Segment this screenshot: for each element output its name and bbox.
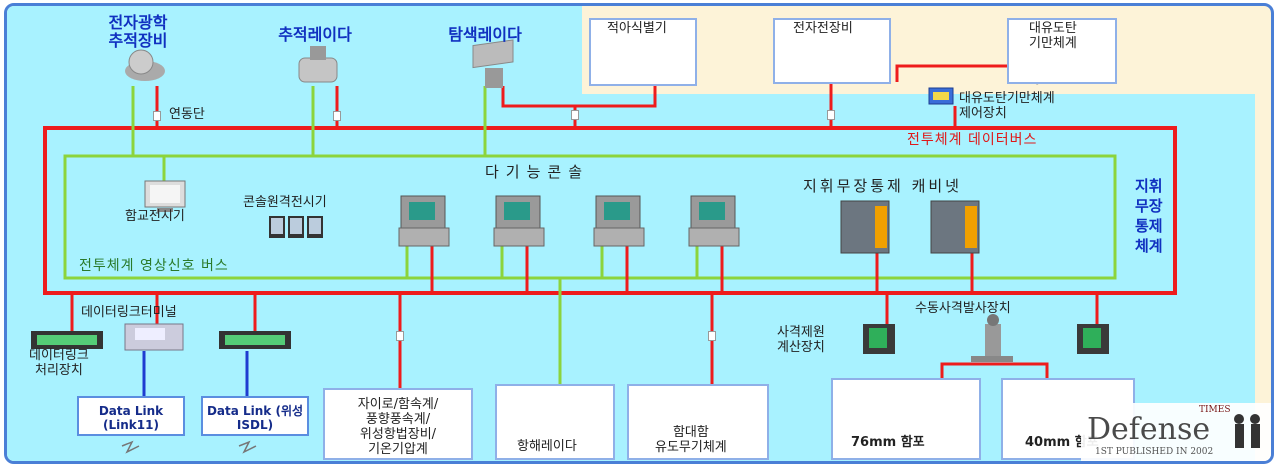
link11-box: Data Link (Link11) (77, 396, 185, 436)
ew-box (773, 18, 891, 84)
console-icon-3 (593, 195, 645, 247)
logo-times: TIMES (1199, 405, 1231, 415)
fire-calc-icon-1 (863, 324, 895, 354)
console-icon-1 (398, 195, 450, 247)
iff-box (589, 18, 697, 86)
isdl-box: Data Link (위성 ISDL) (201, 396, 309, 436)
datalink-terminal-label: 데이터링크터미널 (81, 305, 177, 320)
multi-console-label: 다기능콘솔 (485, 163, 590, 181)
bridge-display-label: 함교전시기 (125, 209, 185, 224)
asm-label: 함대함 유도무기체계 (655, 425, 727, 455)
manual-fire-icon (971, 314, 1013, 362)
datalink-terminal-icon (124, 323, 184, 351)
gun76-label: 76mm 함포 (851, 435, 925, 450)
fire-calc-icon-2 (1077, 324, 1109, 354)
manual-fire-label: 수동사격발사장치 (915, 301, 1011, 316)
junction-node (153, 111, 161, 121)
asm-box (627, 384, 769, 460)
datalink-processor-label: 데이터링크 처리장치 (29, 348, 89, 378)
junction-node (827, 110, 835, 120)
tracking-radar-label: 추적레이다 (278, 25, 352, 44)
eo-tracker-icon (125, 49, 165, 81)
nav-sensors-box (323, 388, 473, 460)
datalink-processor-icon (31, 331, 103, 349)
cabinet-label: 지휘무장통제 캐비넷 (803, 177, 962, 195)
datalink-unit-icon (219, 331, 291, 349)
junction-node (333, 111, 341, 121)
defense-times-logo: TIMES Defense 1ST PUBLISHED IN 2002 (1081, 403, 1271, 461)
system-name-label: 지휘 무장 통제 체계 (1135, 177, 1163, 255)
junction-node (571, 110, 579, 120)
video-bus-loop (63, 154, 1117, 280)
fire-calc-label: 사격제원 계산장치 (777, 325, 825, 355)
logo-est: 1ST PUBLISHED IN 2002 (1095, 447, 1214, 457)
soldiers-icon (1234, 414, 1260, 448)
decoy-box (1007, 18, 1117, 84)
nav-radar-box (495, 384, 615, 460)
tracking-radar-icon (298, 46, 338, 83)
eo-tracker-label: 전자광학 추적장비 (108, 13, 168, 51)
iff-label: 적아식별기 (607, 21, 667, 36)
remote-display-icon (269, 216, 323, 238)
data-bus-label: 전투체계 데이터버스 (907, 132, 1038, 148)
nav-radar-label: 항해레이다 (517, 439, 577, 454)
gun76-box (831, 378, 981, 460)
junction-node (396, 331, 404, 341)
cabinet-icon-1 (840, 200, 890, 254)
decoy-label: 대유도탄 기만체계 (1029, 21, 1077, 51)
console-icon-4 (688, 195, 740, 247)
search-radar-label: 탐색레이다 (448, 25, 522, 44)
remote-display-label: 콘솔원격전시기 (243, 195, 327, 210)
nav-sensors-label: 자이로/함속계/ 풍향풍속계/ 위성항법장비/ 기온기압계 (357, 397, 439, 457)
data-bus-loop (43, 126, 1177, 295)
decoy-controller-icon (928, 87, 954, 105)
search-radar-icon (472, 39, 514, 88)
link-unit-label: 연동단 (169, 107, 205, 122)
console-icon-2 (493, 195, 545, 247)
junction-node (708, 331, 716, 341)
decoy-ctrl-label: 대유도탄기만체계 제어장치 (959, 91, 1055, 121)
logo-brand: Defense (1087, 412, 1211, 447)
cabinet-icon-2 (930, 200, 980, 254)
ew-label: 전자전장비 (793, 21, 853, 36)
system-diagram: 전자광학 추적장비 추적레이다 탐색레이다 연동단 적아식별기 전자전장비 대유… (4, 3, 1274, 464)
video-bus-label: 전투체계 영상신호 버스 (79, 258, 229, 274)
bridge-display-icon (144, 180, 186, 212)
